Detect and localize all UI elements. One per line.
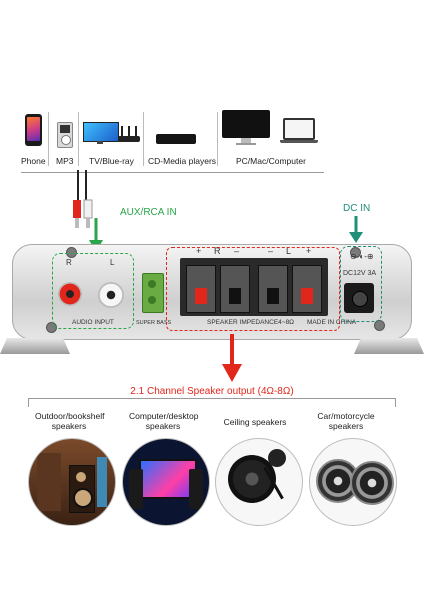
amplifier-foot-right bbox=[354, 338, 424, 354]
separator-line bbox=[217, 112, 218, 166]
rca-red-jack[interactable] bbox=[58, 282, 82, 306]
screw-icon bbox=[66, 247, 77, 258]
terminal-sign: – bbox=[234, 246, 240, 256]
bracket-line bbox=[21, 172, 324, 173]
device-label-media: CD-Media players bbox=[148, 156, 217, 166]
aux-label: AUX/RCA IN bbox=[120, 207, 177, 218]
category-title: Ceiling speakers bbox=[223, 417, 287, 427]
category-title: Outdoor/bookshelf speakers bbox=[35, 411, 105, 431]
dc-spec-label: DC12V 3A bbox=[343, 270, 377, 277]
speaker-terminal-r-minus[interactable] bbox=[220, 265, 250, 313]
mp3-player-icon bbox=[57, 122, 73, 148]
car-speaker-icon bbox=[309, 438, 397, 526]
separator-line bbox=[78, 112, 79, 166]
rca-l-label: L bbox=[110, 258, 115, 267]
audio-input-label: AUDIO INPUT bbox=[72, 319, 114, 326]
super-bass-label: SUPER BASS bbox=[136, 320, 172, 326]
category-title: Computer/desktop speakers bbox=[129, 411, 199, 431]
terminal-sign: + bbox=[196, 246, 202, 256]
device-label-tv: TV/Blue-ray bbox=[89, 156, 134, 166]
separator-line bbox=[48, 112, 49, 166]
dc-jack[interactable] bbox=[344, 283, 374, 313]
terminal-sign: + bbox=[306, 246, 312, 256]
rca-white-jack[interactable] bbox=[98, 282, 124, 308]
speaker-terminal-panel bbox=[166, 247, 340, 331]
router-icon bbox=[118, 126, 140, 144]
output-bracket bbox=[28, 398, 396, 407]
media-player-icon bbox=[156, 134, 196, 144]
device-label-mp3: MP3 bbox=[56, 156, 74, 166]
terminal-sign: R bbox=[214, 246, 221, 256]
phone-icon bbox=[25, 114, 42, 146]
dc-label: DC IN bbox=[343, 203, 371, 214]
dc-polarity-icon: ⊖-◐-⊕ bbox=[350, 252, 374, 261]
rca-cable bbox=[73, 170, 93, 228]
ceiling-speaker-icon bbox=[215, 438, 303, 526]
device-label-computer: PC/Mac/Computer bbox=[236, 156, 306, 166]
computer-icon bbox=[222, 110, 270, 146]
audio-input-panel bbox=[52, 253, 134, 329]
speaker-terminal-r-plus[interactable] bbox=[186, 265, 216, 313]
output-arrow bbox=[222, 334, 242, 382]
super-bass-knob[interactable] bbox=[142, 273, 164, 313]
device-label-phone: Phone bbox=[21, 156, 46, 166]
separator-line bbox=[143, 112, 144, 166]
laptop-icon bbox=[280, 118, 318, 146]
category-title: Car/motorcycle speakers bbox=[317, 411, 375, 431]
dc-arrow bbox=[349, 216, 363, 243]
dc-input-panel bbox=[340, 246, 382, 322]
screw-icon bbox=[374, 320, 385, 331]
terminal-sign: L bbox=[286, 246, 292, 256]
rca-r-label: R bbox=[66, 258, 72, 267]
speaker-impedance-label: SPEAKER IMPEDANCE4~8Ω bbox=[207, 319, 295, 326]
desktop-speaker-icon bbox=[122, 438, 210, 526]
speaker-terminal-l-plus[interactable] bbox=[292, 265, 322, 313]
made-in-label: MADE IN CHINA bbox=[307, 319, 357, 326]
output-title: 2.1 Channel Speaker output (4Ω-8Ω) bbox=[130, 386, 294, 397]
amplifier-foot-left bbox=[0, 338, 70, 354]
speaker-terminal-l-minus[interactable] bbox=[258, 265, 288, 313]
device-bar: Phone MP3 TV/Blue-ray CD-Media players P… bbox=[0, 100, 424, 173]
tv-icon bbox=[83, 122, 119, 144]
screw-icon bbox=[350, 247, 361, 258]
bookshelf-speaker-icon bbox=[28, 438, 116, 526]
terminal-sign: – bbox=[268, 246, 274, 256]
